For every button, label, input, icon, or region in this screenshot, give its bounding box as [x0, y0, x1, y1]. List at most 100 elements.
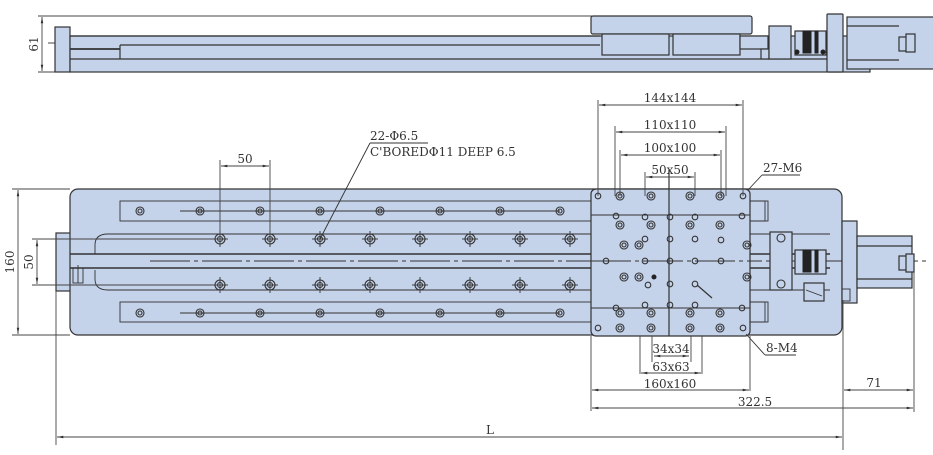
- screw-icon: [794, 49, 800, 55]
- bearing-bolt: [776, 279, 786, 289]
- pattern-34-label: 34x34: [652, 342, 690, 356]
- small-holes-callout: 8-M4: [766, 341, 798, 355]
- small-hole-icon: [612, 212, 620, 220]
- motor-offset-label: 322.5: [738, 395, 772, 409]
- bearing-block: [768, 25, 792, 60]
- carriage-end: [739, 35, 769, 50]
- total-length-label: L: [486, 423, 494, 437]
- counterbore-hole-icon: [646, 323, 656, 333]
- counterbore-hole-icon: [615, 323, 625, 333]
- counterbore-hole-icon: [715, 308, 725, 318]
- small-hole-icon: [612, 304, 620, 312]
- upper-cover-strip: [119, 200, 769, 222]
- small-stop: [760, 48, 770, 60]
- small-hole-icon: [644, 281, 652, 289]
- hole-inner: [687, 310, 693, 316]
- hole-inner: [717, 222, 723, 228]
- counterbore-hole-icon: [685, 308, 695, 318]
- upper-slot-edge: [94, 233, 830, 254]
- hole-inner: [717, 310, 723, 316]
- carriage-holes-callout: 27-M6: [763, 161, 802, 175]
- hole-inner: [137, 208, 143, 214]
- pattern-144-label: 144x144: [644, 91, 697, 105]
- pattern-50-label: 50x50: [651, 163, 688, 177]
- hole-inner: [617, 325, 623, 331]
- lower-slot-edge: [94, 270, 830, 291]
- pattern-63-label: 63x63: [652, 360, 689, 374]
- hole-inner: [137, 310, 143, 316]
- hole-inner: [636, 242, 642, 248]
- motor-flange-top: [841, 220, 858, 304]
- leader-line: [319, 142, 371, 240]
- small-hole-icon: [666, 235, 674, 243]
- small-hole-icon: [666, 280, 674, 288]
- counterbore-hole-icon: [742, 272, 752, 282]
- bracket: [749, 301, 766, 323]
- hole-inner: [744, 274, 750, 280]
- hole-inner: [648, 193, 654, 199]
- bracket: [749, 200, 766, 222]
- counterbore-hole-icon: [135, 206, 145, 216]
- counterbore-hole-icon: [615, 308, 625, 318]
- counterbore-hole-icon: [646, 308, 656, 318]
- hole-inner: [717, 193, 723, 199]
- hole-inner: [617, 222, 623, 228]
- counterbore-hole-icon: [135, 308, 145, 318]
- small-hole-icon: [641, 235, 649, 243]
- small-hole-icon: [691, 257, 699, 265]
- motor-body: [846, 16, 933, 70]
- hole-inner: [687, 222, 693, 228]
- motor-flange: [826, 13, 844, 73]
- slot-icon: [696, 284, 713, 299]
- lower-mounting-holes: [212, 277, 578, 293]
- counterbore-hole-icon: [619, 272, 629, 282]
- small-hole-icon: [691, 213, 699, 221]
- hole-inner: [621, 242, 627, 248]
- hole-inner: [648, 325, 654, 331]
- counterbore-hole-icon: [715, 323, 725, 333]
- side-height-label: 61: [27, 36, 41, 51]
- counterbore-hole-icon: [685, 323, 695, 333]
- end-plate-left: [54, 26, 71, 73]
- small-hole-icon: [738, 212, 746, 220]
- switch-lever: [805, 289, 823, 297]
- motor-length-label: 71: [866, 376, 881, 390]
- rail-spacing-label: 50: [22, 254, 36, 269]
- counterbore-hole-icon: [715, 220, 725, 230]
- counterbore-hole-icon: [685, 220, 695, 230]
- coupling-band: [814, 30, 819, 54]
- limit-switch: [803, 282, 825, 302]
- mount-holes-callout: 22-Φ6.5: [370, 129, 418, 143]
- hole-inner: [744, 242, 750, 248]
- width-label: 160: [3, 251, 17, 274]
- carriage-plate: [590, 188, 751, 337]
- connector: [841, 288, 851, 302]
- coupling-icon: [802, 30, 812, 54]
- pin-icon: [651, 274, 657, 280]
- counterbore-hole-icon: [742, 240, 752, 250]
- left-end-cap: [55, 232, 72, 292]
- counterbore-hole-icon: [634, 272, 644, 282]
- counterbore-hole-icon: [634, 240, 644, 250]
- leader-line: [747, 174, 763, 191]
- side-view: 61: [27, 13, 933, 73]
- small-hole-icon: [739, 324, 747, 332]
- lower-cover-strip: [119, 301, 769, 323]
- counterbore-hole-icon: [615, 220, 625, 230]
- counterbore-hole-icon: [646, 220, 656, 230]
- hole-inner: [621, 274, 627, 280]
- small-hole-icon: [641, 301, 649, 309]
- small-hole-icon: [666, 257, 674, 265]
- carriage-top-plate: [590, 15, 753, 35]
- small-hole-icon: [717, 236, 725, 244]
- top-view: 160 50 50 22-Φ6.5 C'BOREDΦ11 DEEP 6.5 14…: [3, 91, 930, 450]
- mount-holes-note: C'BOREDΦ11 DEEP 6.5: [370, 145, 516, 159]
- coupling-band: [814, 249, 819, 273]
- pattern-100-label: 100x100: [644, 141, 697, 155]
- small-hole-icon: [666, 213, 674, 221]
- carriage-block-2: [672, 33, 741, 56]
- carriage-block-1: [601, 33, 670, 56]
- motor-knob: [905, 33, 916, 53]
- motor-knob-top: [905, 253, 915, 273]
